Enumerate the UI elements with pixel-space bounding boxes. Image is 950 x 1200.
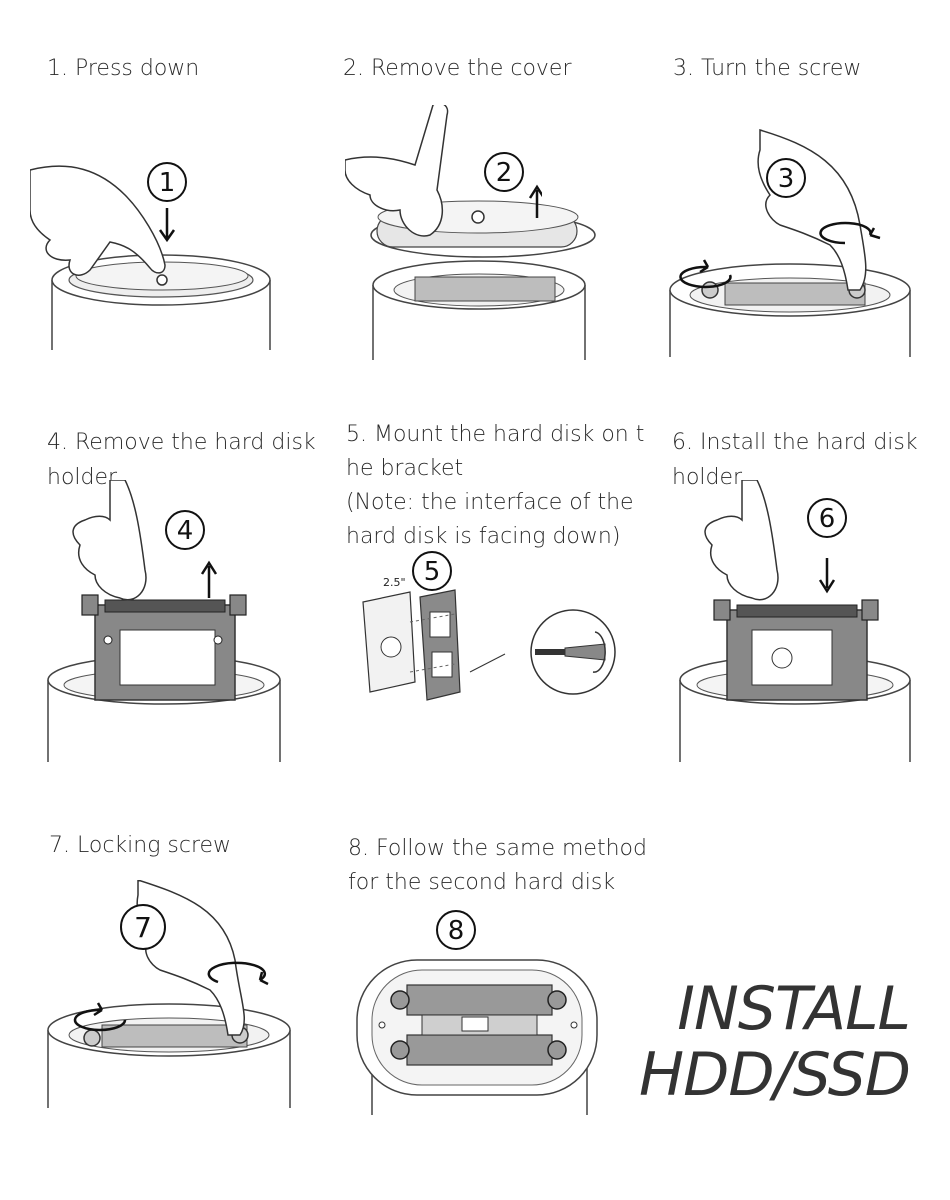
step-2-illustration [345,105,605,365]
step-5-badge: 5 [410,549,458,597]
step-2-title: 2. Remove the cover [343,56,572,81]
step-6-illustration [672,480,917,765]
headline-line1: INSTALL [677,974,911,1044]
step-6-title-line1: 6. Install the hard disk [672,430,918,455]
step-6-badge-number: 6 [819,504,836,534]
step-5-title-line1: 5. Mount the hard disk on t [346,422,645,447]
step-5-title-line3: (Note: the interface of the [346,490,634,515]
step-5-title-line2: he bracket [346,456,464,481]
step-2-badge: 2 [482,150,542,220]
step-8-title-line1: 8. Follow the same method [348,836,647,861]
step-5-illustration: 2.5" [355,552,625,712]
step-4-badge: 4 [163,508,223,603]
step-1-title: 1. Press down [47,56,200,81]
step-7-badge: 7 [118,902,170,954]
step-3-badge-number: 3 [778,164,795,194]
step-8-badge: 8 [434,908,482,956]
step-8-title-line2: for the second hard disk [348,870,616,895]
step-6-title-line2: holder [672,465,743,490]
step-5-badge-number: 5 [424,557,441,587]
step-4-title-line1: 4. Remove the hard disk [47,430,316,455]
step-7-badge-number: 7 [134,911,152,944]
step-7-title: 7. Locking screw [49,833,232,858]
headline-line2: HDD/SSD [639,1040,911,1110]
step-4-title-line2: holder [47,465,118,490]
step-8-illustration [352,955,602,1120]
step-1-illustration [30,150,290,360]
step-1-badge-number: 1 [159,168,176,198]
step-4-badge-number: 4 [177,516,194,546]
step-8-badge-number: 8 [448,916,465,946]
step-2-badge-number: 2 [496,158,513,188]
step-7-illustration [40,880,300,1110]
step-3-badge: 3 [764,156,812,204]
step-3-title: 3. Turn the screw [673,56,862,81]
disk-size-label: 2.5" [383,576,406,589]
step-5-title-line4: hard disk is facing down) [346,524,621,549]
step-4-illustration [40,480,290,765]
step-1-badge: 1 [145,160,193,250]
step-6-badge: 6 [805,496,853,596]
